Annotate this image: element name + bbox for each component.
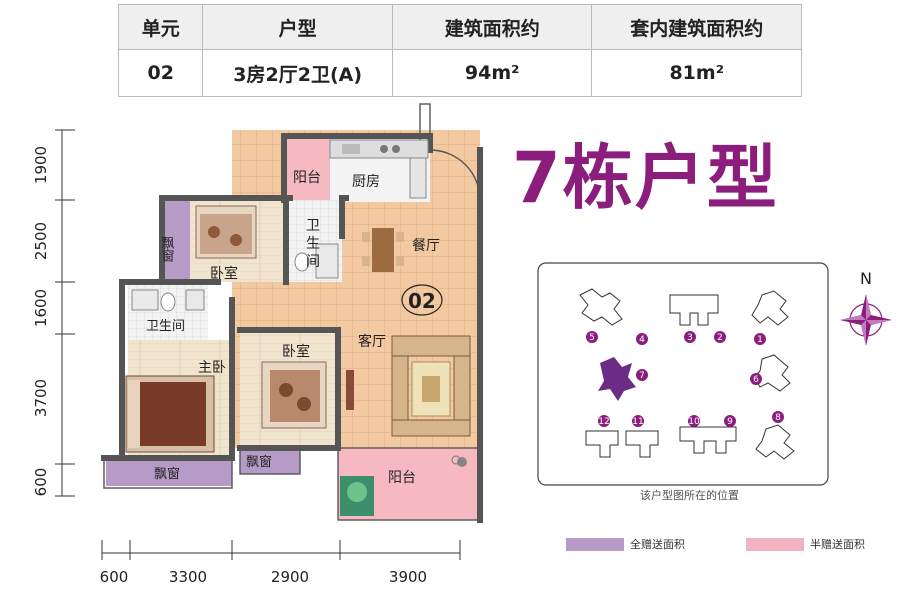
spec-data-row: 02 3房2厅2卫(A) 94m² 81m²	[117, 49, 802, 97]
label-bay-window-bottom-left: 飘窗	[154, 466, 180, 482]
dim-left-1: 1900	[32, 146, 50, 184]
label-living: 客厅	[358, 333, 386, 350]
compass-icon: N	[840, 269, 892, 346]
label-dining: 餐厅	[412, 238, 440, 254]
cell-net-area: 81m²	[591, 49, 802, 97]
legend-full: 全赠送面积	[566, 536, 685, 552]
legend-full-swatch	[566, 537, 624, 551]
building-title: 7栋户型	[512, 137, 779, 219]
master-bed	[125, 375, 215, 453]
dim-bottom-3: 2900	[271, 568, 309, 586]
label-bath-left: 卫生间	[146, 319, 185, 334]
compass-north-label: N	[860, 269, 872, 288]
spec-header-row: 单元 户型 建筑面积约 套内建筑面积约	[117, 4, 802, 50]
bldg-11: 11	[632, 417, 643, 427]
legend-half: 半赠送面积	[746, 536, 865, 552]
dim-bottom-2: 3300	[169, 568, 207, 586]
balcony-plant	[340, 457, 467, 516]
bldg-2: 2	[717, 333, 723, 343]
label-bath-top-3: 间	[306, 254, 320, 270]
label-bath-top-1: 卫	[306, 218, 320, 234]
label-kitchen: 厨房	[352, 174, 380, 190]
top-balcony	[284, 138, 330, 202]
dim-left-5: 600	[32, 468, 50, 497]
bldg-6: 6	[753, 375, 759, 385]
sofa-set	[346, 335, 471, 437]
label-bedroom-top: 卧室	[210, 265, 238, 282]
label-bath-top-2: 生	[306, 236, 320, 252]
bldg-3: 3	[687, 333, 693, 343]
bldg-8: 8	[775, 413, 781, 423]
legend-full-label: 全赠送面积	[630, 538, 685, 551]
cell-unit: 02	[117, 49, 204, 97]
dining-table	[362, 228, 404, 272]
header-unit: 单元	[117, 4, 204, 50]
header-net-area: 套内建筑面积约	[591, 4, 802, 50]
label-master: 主卧	[198, 360, 226, 376]
dim-bottom-4: 3900	[389, 568, 427, 586]
spec-table: 单元 户型 建筑面积约 套内建筑面积约 02 3房2厅2卫(A) 94m² 81…	[117, 4, 802, 97]
label-balcony-bottom: 阳台	[388, 470, 416, 486]
mid-bedroom-bed	[261, 361, 327, 429]
bldg-4: 4	[639, 335, 645, 345]
cell-gross-area: 94m²	[391, 49, 593, 97]
legend-half-label: 半赠送面积	[810, 538, 865, 551]
bldg-7: 7	[639, 371, 645, 381]
label-balcony-top: 阳台	[293, 170, 321, 186]
site-caption: 该户型图所在的位置	[640, 489, 739, 502]
label-bay-window-top: 飘窗	[159, 236, 175, 262]
dim-left-3: 1600	[32, 289, 50, 327]
building-footprints	[579, 288, 795, 460]
kitchen-counter	[329, 139, 429, 199]
label-bedroom-mid: 卧室	[282, 343, 310, 360]
cell-type: 3房2厅2卫(A)	[202, 49, 393, 97]
bath-fixtures	[131, 243, 339, 312]
bldg-5: 5	[589, 333, 595, 343]
left-dimension-lines	[55, 129, 75, 497]
unit-circle	[401, 284, 443, 316]
bldg-10: 10	[688, 417, 700, 427]
floor-plan: 1900 2500 1600 3700 600 600 3300 2900 39…	[32, 103, 483, 586]
dim-left-4: 3700	[32, 379, 50, 417]
dim-bottom-1: 600	[100, 568, 129, 586]
bottom-mid-bay-window	[240, 448, 300, 474]
bldg-1: 1	[757, 335, 763, 345]
legend-half-swatch	[746, 537, 804, 551]
site-plan: 5 4 3 2 1 7 6 12 11 10 9 8	[537, 262, 829, 486]
bldg-9: 9	[727, 417, 733, 427]
bldg-12: 12	[598, 417, 609, 427]
label-bay-window-bottom-mid: 飘窗	[246, 454, 272, 470]
header-type: 户型	[202, 4, 393, 50]
top-bedroom-bed	[195, 205, 257, 259]
label-unit: 02	[408, 289, 436, 313]
highlighted-building-7	[598, 357, 636, 401]
bottom-dimension-lines	[101, 540, 461, 560]
header-gross-area: 建筑面积约	[391, 4, 593, 50]
top-bay-window	[162, 200, 190, 282]
dim-left-2: 2500	[32, 222, 50, 260]
